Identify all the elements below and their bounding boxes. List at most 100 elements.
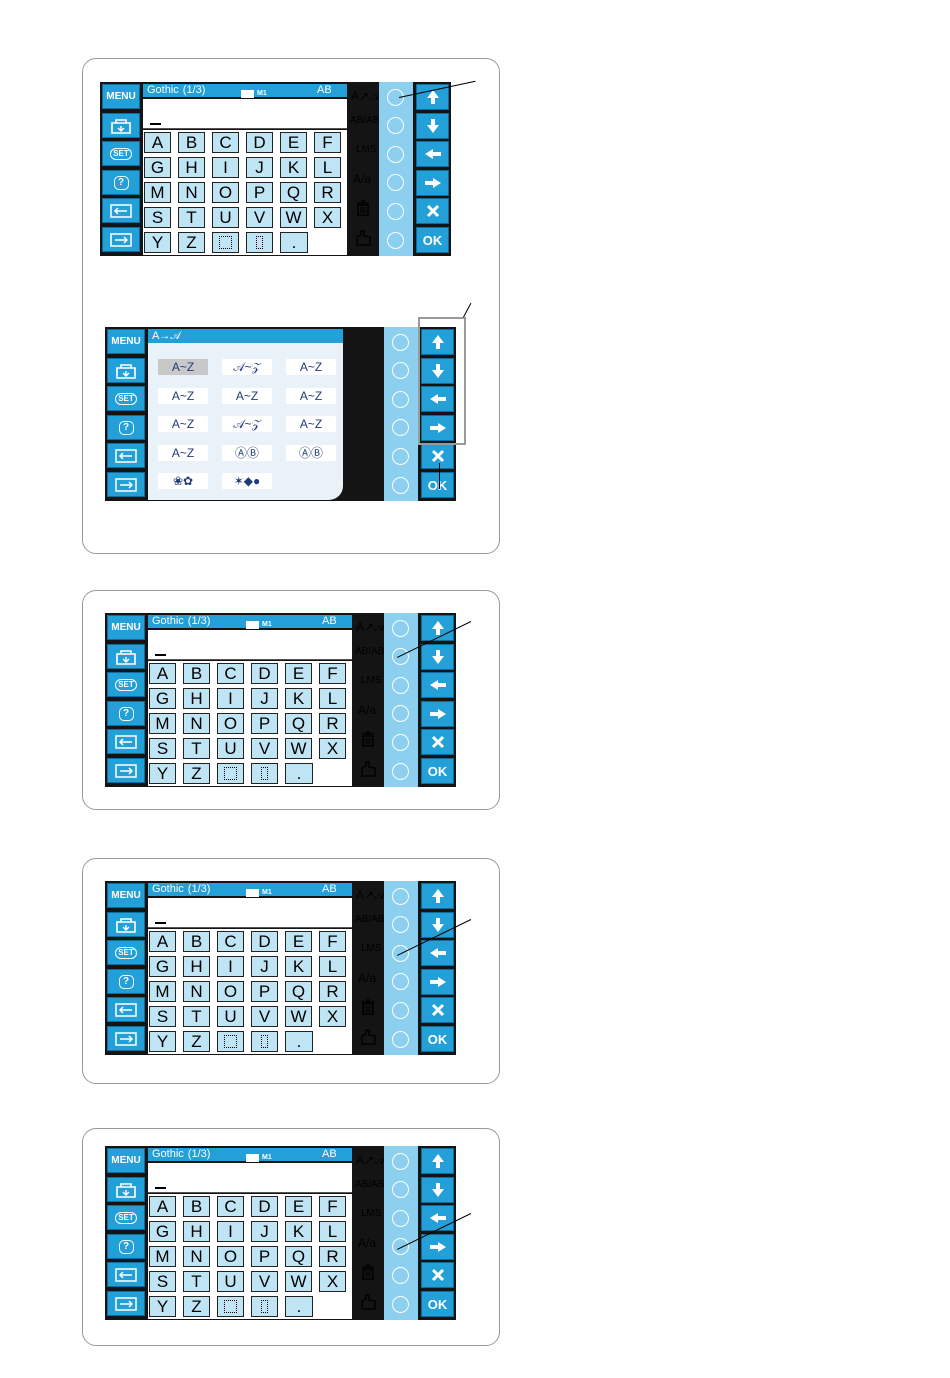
option-circle-button[interactable] — [387, 443, 414, 469]
key[interactable]: T — [178, 207, 205, 228]
key[interactable]: H — [183, 956, 210, 977]
option-circle-button[interactable] — [387, 1177, 414, 1203]
key[interactable] — [251, 763, 278, 784]
key[interactable]: T — [183, 1271, 210, 1292]
key[interactable] — [251, 1296, 278, 1317]
key[interactable]: B — [183, 1196, 210, 1217]
key[interactable]: D — [251, 1196, 278, 1217]
key[interactable]: X — [319, 738, 346, 759]
font-style-option[interactable]: A~Z — [158, 387, 208, 404]
option-circle-button[interactable] — [387, 940, 414, 966]
key[interactable]: V — [251, 1271, 278, 1292]
option-circle-button[interactable] — [387, 969, 414, 995]
key[interactable]: J — [246, 157, 273, 178]
next-screen-button[interactable] — [102, 227, 140, 252]
key[interactable]: X — [314, 207, 341, 228]
option-circle-button[interactable] — [387, 386, 414, 412]
key[interactable]: P — [246, 182, 273, 203]
set-button[interactable]: SET — [107, 386, 145, 411]
key[interactable]: C — [217, 931, 244, 952]
font-style-option[interactable]: ⒶⒷ — [286, 444, 336, 461]
key[interactable]: A — [149, 1196, 176, 1217]
key[interactable]: W — [285, 1006, 312, 1027]
key[interactable]: H — [183, 688, 210, 709]
key[interactable]: S — [149, 1006, 176, 1027]
back-screen-button[interactable] — [102, 198, 140, 223]
key[interactable]: V — [246, 207, 273, 228]
font-style-option[interactable]: A~Z — [158, 359, 208, 375]
back-screen-button[interactable] — [107, 997, 145, 1022]
option-circle-button[interactable] — [387, 912, 414, 938]
key[interactable]: O — [217, 1246, 244, 1267]
menu-button[interactable]: MENU — [107, 329, 145, 354]
cursor-right-button[interactable] — [421, 969, 454, 995]
cursor-right-button[interactable] — [416, 170, 449, 196]
key[interactable] — [217, 1031, 244, 1052]
back-screen-button[interactable] — [107, 1262, 145, 1287]
font-style-option[interactable]: A~Z — [158, 444, 208, 461]
key[interactable]: G — [149, 688, 176, 709]
help-button[interactable]: ? — [107, 1234, 145, 1259]
font-style-option[interactable]: A~Z — [222, 387, 272, 404]
option-circle-button[interactable] — [387, 701, 414, 727]
cancel-button[interactable] — [421, 443, 454, 469]
key[interactable] — [246, 232, 273, 253]
key[interactable]: R — [319, 713, 346, 734]
cursor-right-button[interactable] — [421, 1234, 454, 1260]
text-input-field[interactable] — [148, 898, 352, 928]
key[interactable]: Q — [285, 1246, 312, 1267]
option-circle-button[interactable] — [387, 758, 414, 784]
ok-button[interactable]: OK — [421, 1291, 454, 1317]
key[interactable]: A — [144, 132, 171, 153]
key[interactable]: V — [251, 738, 278, 759]
scroll-down-button[interactable] — [421, 912, 454, 938]
key[interactable]: G — [149, 956, 176, 977]
key[interactable]: E — [285, 931, 312, 952]
key[interactable]: A — [149, 663, 176, 684]
key[interactable]: N — [183, 713, 210, 734]
scroll-up-button[interactable] — [421, 883, 454, 909]
set-button[interactable]: SET — [107, 1205, 145, 1230]
save-button[interactable] — [107, 644, 145, 669]
help-button[interactable]: ? — [107, 701, 145, 726]
key[interactable]: E — [285, 663, 312, 684]
text-input-field[interactable] — [148, 630, 352, 660]
key[interactable]: Q — [285, 713, 312, 734]
font-style-option[interactable]: ⒶⒷ — [222, 444, 272, 461]
help-button[interactable]: ? — [107, 415, 145, 440]
key[interactable]: U — [212, 207, 239, 228]
key[interactable]: K — [285, 1221, 312, 1242]
option-circle-button[interactable] — [387, 415, 414, 441]
key[interactable]: X — [319, 1271, 346, 1292]
key[interactable]: . — [285, 1031, 313, 1052]
option-circle-button[interactable] — [382, 84, 409, 110]
key[interactable]: D — [251, 663, 278, 684]
cursor-right-button[interactable] — [421, 701, 454, 727]
key[interactable]: G — [149, 1221, 176, 1242]
ok-button[interactable]: OK — [416, 227, 449, 253]
key[interactable]: D — [251, 931, 278, 952]
key[interactable]: D — [246, 132, 273, 153]
key[interactable]: Q — [285, 981, 312, 1002]
key[interactable]: . — [285, 1296, 313, 1317]
key[interactable]: U — [217, 738, 244, 759]
font-style-option[interactable]: A~Z — [286, 359, 336, 375]
option-circle-button[interactable] — [387, 1291, 414, 1317]
key[interactable]: V — [251, 1006, 278, 1027]
key[interactable]: S — [144, 207, 171, 228]
key[interactable]: F — [319, 931, 346, 952]
text-input-field[interactable] — [143, 99, 347, 129]
cancel-button[interactable] — [421, 997, 454, 1023]
key[interactable]: Q — [280, 182, 307, 203]
cancel-button[interactable] — [421, 1262, 454, 1288]
help-button[interactable]: ? — [102, 170, 140, 195]
scroll-up-button[interactable] — [421, 1148, 454, 1174]
key[interactable]: I — [217, 956, 244, 977]
menu-button[interactable]: MENU — [107, 1148, 145, 1173]
option-circle-button[interactable] — [387, 729, 414, 755]
set-button[interactable]: SET — [102, 141, 140, 166]
option-circle-button[interactable] — [387, 1148, 414, 1174]
ok-button[interactable]: OK — [421, 472, 454, 498]
set-button[interactable]: SET — [107, 940, 145, 965]
key[interactable] — [251, 1031, 278, 1052]
